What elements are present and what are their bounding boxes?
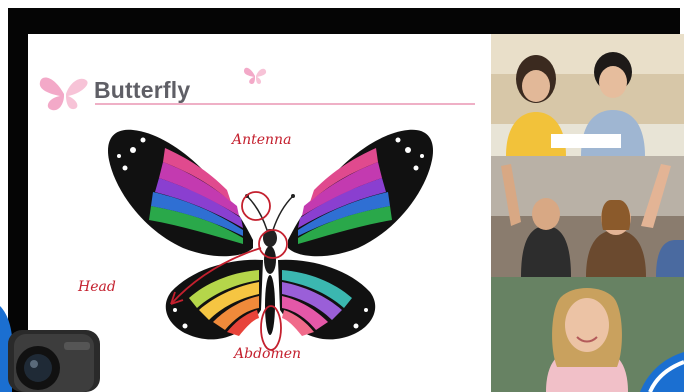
label-antenna: Antenna: [232, 132, 291, 148]
lower-left-wing: [166, 260, 263, 340]
decor-corner: [614, 352, 684, 392]
slide-title: Butterfly: [94, 77, 190, 104]
title-underline: [95, 103, 475, 105]
upper-right-wing: [288, 130, 433, 256]
small-butterfly-icon: [242, 64, 268, 86]
label-abdomen: Abdomen: [234, 346, 301, 362]
lower-right-wing: [278, 260, 375, 340]
butterfly-illustration: [103, 120, 438, 368]
classroom-photo-raised-hands: [491, 156, 684, 277]
butterfly-icon: [36, 72, 92, 112]
webcam-icon: [0, 306, 110, 392]
upper-left-wing: [108, 130, 253, 256]
label-head: Head: [78, 279, 116, 295]
classroom-photo-students: [491, 34, 684, 156]
